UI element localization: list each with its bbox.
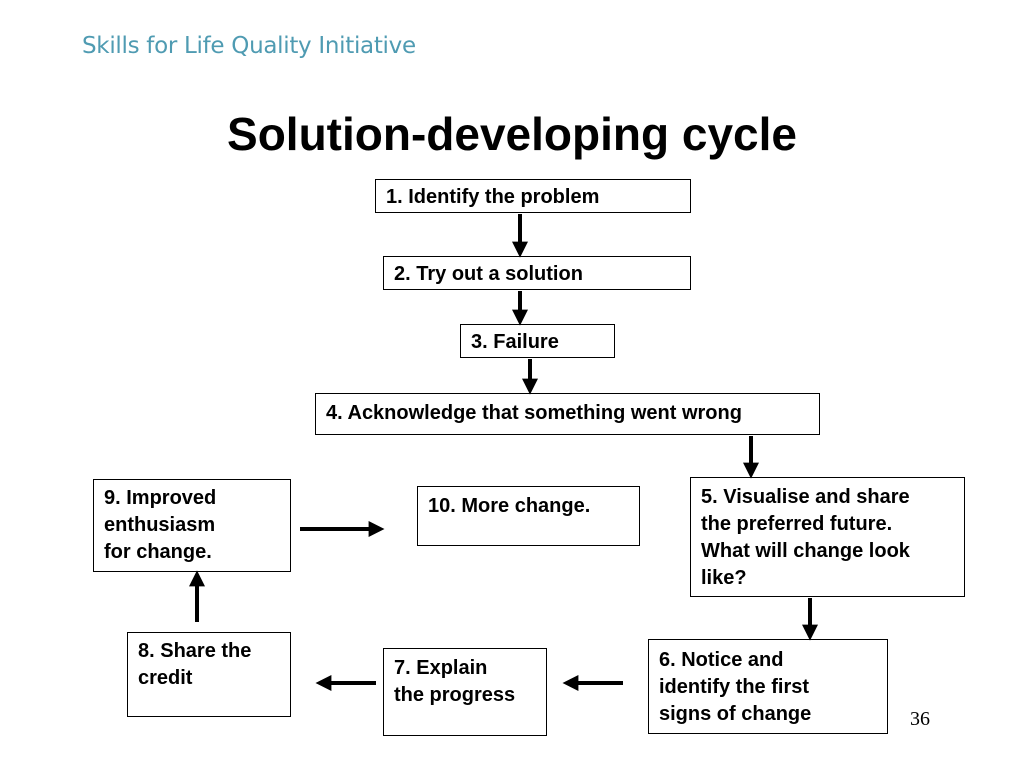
step-4-box: 4. Acknowledge that something went wrong (315, 393, 820, 435)
brand-logo-text: Skills for Life Quality Initiative (82, 33, 416, 59)
step-5-box: 5. Visualise and share the preferred fut… (690, 477, 965, 597)
step-3-box: 3. Failure (460, 324, 615, 358)
page-number: 36 (910, 708, 930, 730)
step-1-box: 1. Identify the problem (375, 179, 691, 213)
step-6-box: 6. Notice and identify the first signs o… (648, 639, 888, 734)
step-9-box: 9. Improved enthusiasm for change. (93, 479, 291, 572)
step-10-box: 10. More change. (417, 486, 640, 546)
step-8-box: 8. Share the credit (127, 632, 291, 717)
step-7-box: 7. Explain the progress (383, 648, 547, 736)
step-2-box: 2. Try out a solution (383, 256, 691, 290)
slide-title: Solution-developing cycle (227, 108, 797, 160)
